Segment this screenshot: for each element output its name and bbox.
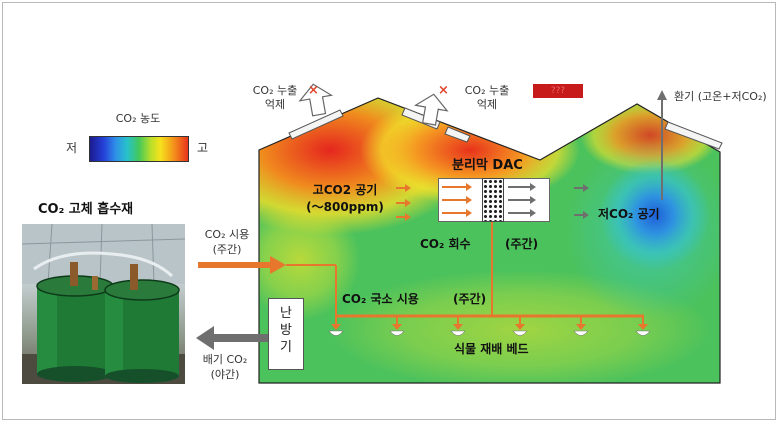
dac-membrane <box>482 178 504 222</box>
ventilation-arrow-head <box>657 90 667 100</box>
roof-label-1-line2: 억제 <box>264 98 286 111</box>
exhaust-label-line1: 배기 CO₂ <box>202 353 248 366</box>
absorbent-photo <box>22 224 185 384</box>
roof-label-1: CO₂ 누출 억제 <box>243 84 307 112</box>
red-box: ??? <box>533 84 583 98</box>
vent-arrow-2 <box>413 93 449 126</box>
legend-colorbar <box>89 136 189 162</box>
local-use-daytime-label: (주간) <box>453 292 487 306</box>
heater-char-1: 난 <box>280 306 292 321</box>
absorbent-title: CO₂ 고체 흡수재 <box>38 202 134 217</box>
high-co2-air-line1: 고CO2 공기 <box>312 183 378 197</box>
local-use-label: CO₂ 국소 시용 <box>342 292 419 306</box>
supply-arrow-head <box>270 256 286 274</box>
legend-title: CO₂ 농도 <box>115 112 161 125</box>
dac-daytime-label: (주간) <box>505 237 539 251</box>
roof-label-2-line2: 억제 <box>476 98 498 111</box>
roof-label-1-line1: CO₂ 누출 <box>252 84 298 97</box>
heater-char-2: 방 <box>280 323 292 338</box>
exhaust-arrow-head <box>196 326 214 350</box>
figure-frame <box>2 2 776 420</box>
blocked-x-icon: × <box>308 83 319 98</box>
roof-vent-3 <box>444 126 471 143</box>
ventilation-label: 환기 (고온+저CO₂) <box>674 90 767 103</box>
blocked-x-icon-2: × <box>438 83 449 98</box>
roof-vent-1 <box>288 109 344 140</box>
supply-arrow-shaft <box>198 262 272 268</box>
exhaust-label-line2: (야간) <box>210 368 240 381</box>
dac-recovery-label: CO₂ 회수 <box>420 237 471 251</box>
roof-vent-4 <box>664 121 723 150</box>
legend-low: 저 <box>66 141 78 155</box>
plant-beds-label: 식물 재배 베드 <box>454 342 529 356</box>
high-co2-air-line2: (～800ppm) <box>306 200 384 214</box>
exhaust-label: 배기 CO₂ (야간) <box>194 352 256 382</box>
heater-char-3: 기 <box>280 340 292 355</box>
roof-label-2-line1: CO₂ 누출 <box>464 84 510 97</box>
nozzle-group <box>328 330 651 336</box>
exhaust-arrow-shaft <box>212 334 268 342</box>
heater: 난 방 기 <box>268 298 304 370</box>
roof-label-2: CO₂ 누출 억제 <box>455 84 519 112</box>
low-co2-air-label: 저CO₂ 공기 <box>598 207 660 221</box>
legend-high: 고 <box>197 141 209 155</box>
dac-title: 분리막 DAC <box>452 158 523 173</box>
dac-inner-arrows <box>442 183 536 217</box>
supply-label-line1: CO₂ 시용 <box>204 228 250 241</box>
supply-label-line2: (주간) <box>212 243 242 256</box>
vent-arrow-1 <box>298 83 334 117</box>
supply-label: CO₂ 시용 (주간) <box>198 227 256 257</box>
absorbent-photo-drawing <box>22 224 185 384</box>
high-co2-air-label: 고CO2 공기 (～800ppm) <box>305 182 385 216</box>
